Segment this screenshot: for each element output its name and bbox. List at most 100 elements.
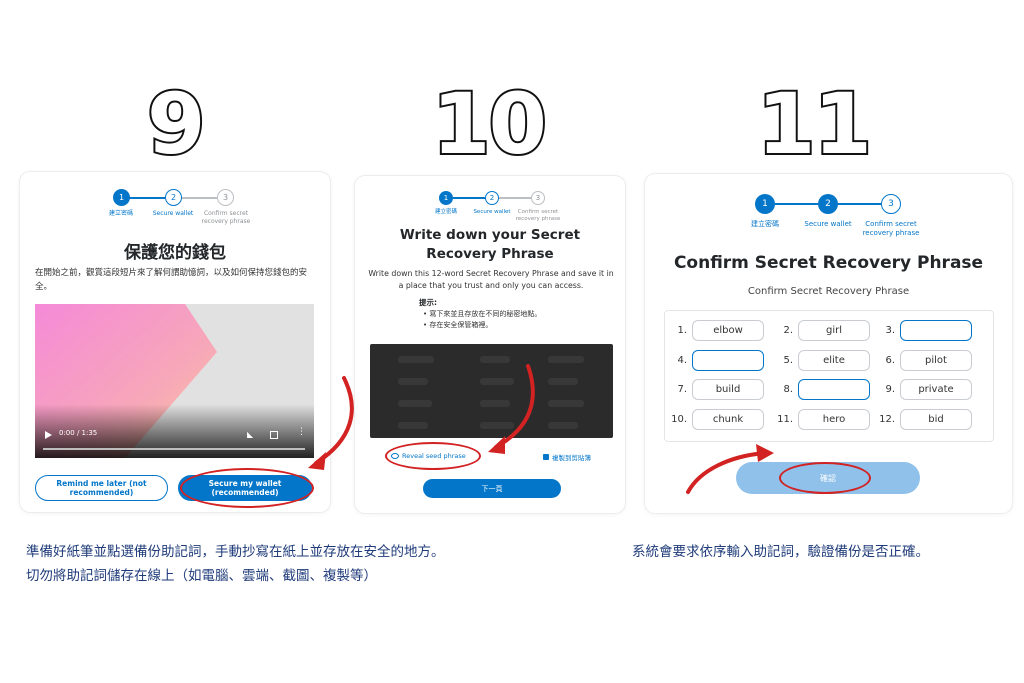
stepper-step-3: 3 <box>531 191 545 205</box>
word-slot: 6. pilot <box>879 350 972 371</box>
stepper-step-1: 1 <box>755 194 775 214</box>
stepper-label-2: Secure wallet <box>152 210 194 217</box>
stepper-label-2: Secure wallet <box>804 220 852 228</box>
highlight-circle <box>779 462 871 494</box>
panel-secure-wallet: 1 2 3 建立密碼 Secure wallet Confirm secret … <box>20 172 330 512</box>
page-title: Write down your Secret Recovery Phrase <box>399 227 581 262</box>
stepper-label-1: 建立密碼 <box>434 209 457 215</box>
stepper-step-3: 3 <box>217 189 234 206</box>
word-field: chunk <box>692 409 764 430</box>
stepper-connector <box>453 197 485 199</box>
stepper-connector <box>129 197 165 199</box>
word-number: 7. <box>677 384 687 395</box>
word-grid: 1. elbow 2. girl 3. 4. 5. elite 6. pilot 7. b… <box>664 310 994 442</box>
stepper-connector <box>499 197 531 199</box>
blurred-words <box>398 356 584 429</box>
word-number: 12. <box>879 414 895 425</box>
word-slot: 7. build <box>671 379 764 400</box>
word-slot: 9. private <box>879 379 972 400</box>
panel-write-down-phrase: 1 2 3 建立密碼 Secure wallet Confirm secret … <box>355 176 625 513</box>
stepper-connector <box>181 197 217 199</box>
word-slot: 11.hero <box>777 409 870 430</box>
stepper-label-1: 建立密碼 <box>751 220 779 228</box>
word-field: bid <box>900 409 972 430</box>
word-slot: 4. <box>671 350 764 371</box>
caption-left-line-2: 切勿將助記詞儲存在線上（如電腦、雲端、截圖、複製等） <box>26 568 377 584</box>
tip-text: 存在安全保管箱裡。 <box>429 321 493 329</box>
highlight-circle <box>180 468 314 508</box>
video-player[interactable]: 0:00 / 1:35 ◣ ⋮ <box>35 304 314 458</box>
stepper-step-1: 1 <box>439 191 453 205</box>
word-slot: 8. <box>777 379 870 400</box>
next-button[interactable]: 下一頁 <box>423 479 561 498</box>
tip-item: • 存在安全保管箱裡。 <box>423 321 493 329</box>
stepper-label-1: 建立密碼 <box>108 210 133 217</box>
fullscreen-icon[interactable] <box>270 431 278 439</box>
tip-text: 寫下來並且存放在不同的秘密地點。 <box>429 310 542 318</box>
video-thumbnail <box>35 304 314 458</box>
word-field: elbow <box>692 320 764 341</box>
word-number: 8. <box>783 384 793 395</box>
word-slot: 12. bid <box>879 409 972 430</box>
word-number: 5. <box>783 355 793 366</box>
word-field: elite <box>798 350 870 371</box>
copy-to-clipboard-button[interactable]: 複製到剪貼簿 <box>543 452 591 462</box>
word-number: 6. <box>885 355 895 366</box>
caption-right: 系統會要求依序輸入助記詞，驗證備份是否正確。 <box>632 544 929 560</box>
word-field: private <box>900 379 972 400</box>
stepper-step-2: 2 <box>165 189 182 206</box>
play-icon[interactable] <box>45 431 52 439</box>
stepper-label-2: Secure wallet <box>473 209 511 215</box>
progress-stepper: 1 2 3 建立密碼 Secure wallet Confirm secret … <box>355 191 625 231</box>
tip-item: • 寫下來並且存放在不同的秘密地點。 <box>423 310 542 318</box>
caption-left-line-1: 準備好紙筆並點選備份助記詞，手動抄寫在紙上並存放在安全的地方。 <box>26 544 445 560</box>
step-number-10: 10 <box>430 75 549 173</box>
word-slot: 10. chunk <box>671 409 764 430</box>
word-slot: 3. <box>879 320 972 341</box>
stepper-step-2: 2 <box>485 191 499 205</box>
word-field: girl <box>798 320 870 341</box>
page-description: Write down this 12-word Secret Recovery … <box>368 269 614 290</box>
page-subtitle: Confirm Secret Recovery Phrase <box>747 286 910 297</box>
word-input[interactable] <box>900 320 972 341</box>
panel-confirm-phrase: 1 2 3 建立密碼 Secure wallet Confirm secret … <box>645 174 1012 513</box>
copy-label: 複製到剪貼簿 <box>552 454 591 462</box>
stepper-step-3: 3 <box>881 194 901 214</box>
word-number: 4. <box>677 355 687 366</box>
copy-icon <box>543 454 549 460</box>
stepper-label-3: Confirm secret recovery phrase <box>201 210 251 225</box>
stepper-label-3: Confirm secret recovery phrase <box>862 220 920 237</box>
word-slot: 1. elbow <box>671 320 764 341</box>
progress-stepper: 1 2 3 建立密碼 Secure wallet Confirm secret … <box>645 194 1012 242</box>
page-description: 在開始之前，觀賞這段短片來了解何謂助憶詞，以及如何保持您錢包的安全。 <box>35 268 308 292</box>
word-slot: 5. elite <box>777 350 870 371</box>
word-number: 3. <box>885 325 895 336</box>
video-time: 0:00 / 1:35 <box>59 429 98 437</box>
tips-heading: 提示: <box>419 298 437 307</box>
step-number-11: 11 <box>755 75 874 173</box>
video-progress-track[interactable] <box>43 448 305 450</box>
stepper-label-3: Confirm secret recovery phrase <box>515 209 561 222</box>
word-number: 11. <box>777 414 793 425</box>
word-slot: 2. girl <box>777 320 870 341</box>
hidden-seed-phrase-panel <box>370 344 613 438</box>
word-field: build <box>692 379 764 400</box>
more-options-icon[interactable]: ⋮ <box>297 427 306 437</box>
stepper-connector <box>838 203 881 205</box>
word-number: 9. <box>885 384 895 395</box>
step-number-9: 9 <box>145 75 208 173</box>
volume-icon[interactable]: ◣ <box>247 430 254 439</box>
word-input[interactable] <box>798 379 870 400</box>
highlight-circle <box>385 442 481 470</box>
word-field: pilot <box>900 350 972 371</box>
stepper-step-2: 2 <box>818 194 838 214</box>
word-number: 1. <box>677 325 687 336</box>
remind-later-button[interactable]: Remind me later (not recommended) <box>35 475 168 501</box>
stepper-step-1: 1 <box>113 189 130 206</box>
stepper-connector <box>775 203 818 205</box>
word-number: 2. <box>783 325 793 336</box>
word-input[interactable] <box>692 350 764 371</box>
word-number: 10. <box>671 414 687 425</box>
page-title: 保護您的錢包 <box>124 243 226 263</box>
page-title: Confirm Secret Recovery Phrase <box>673 253 984 273</box>
